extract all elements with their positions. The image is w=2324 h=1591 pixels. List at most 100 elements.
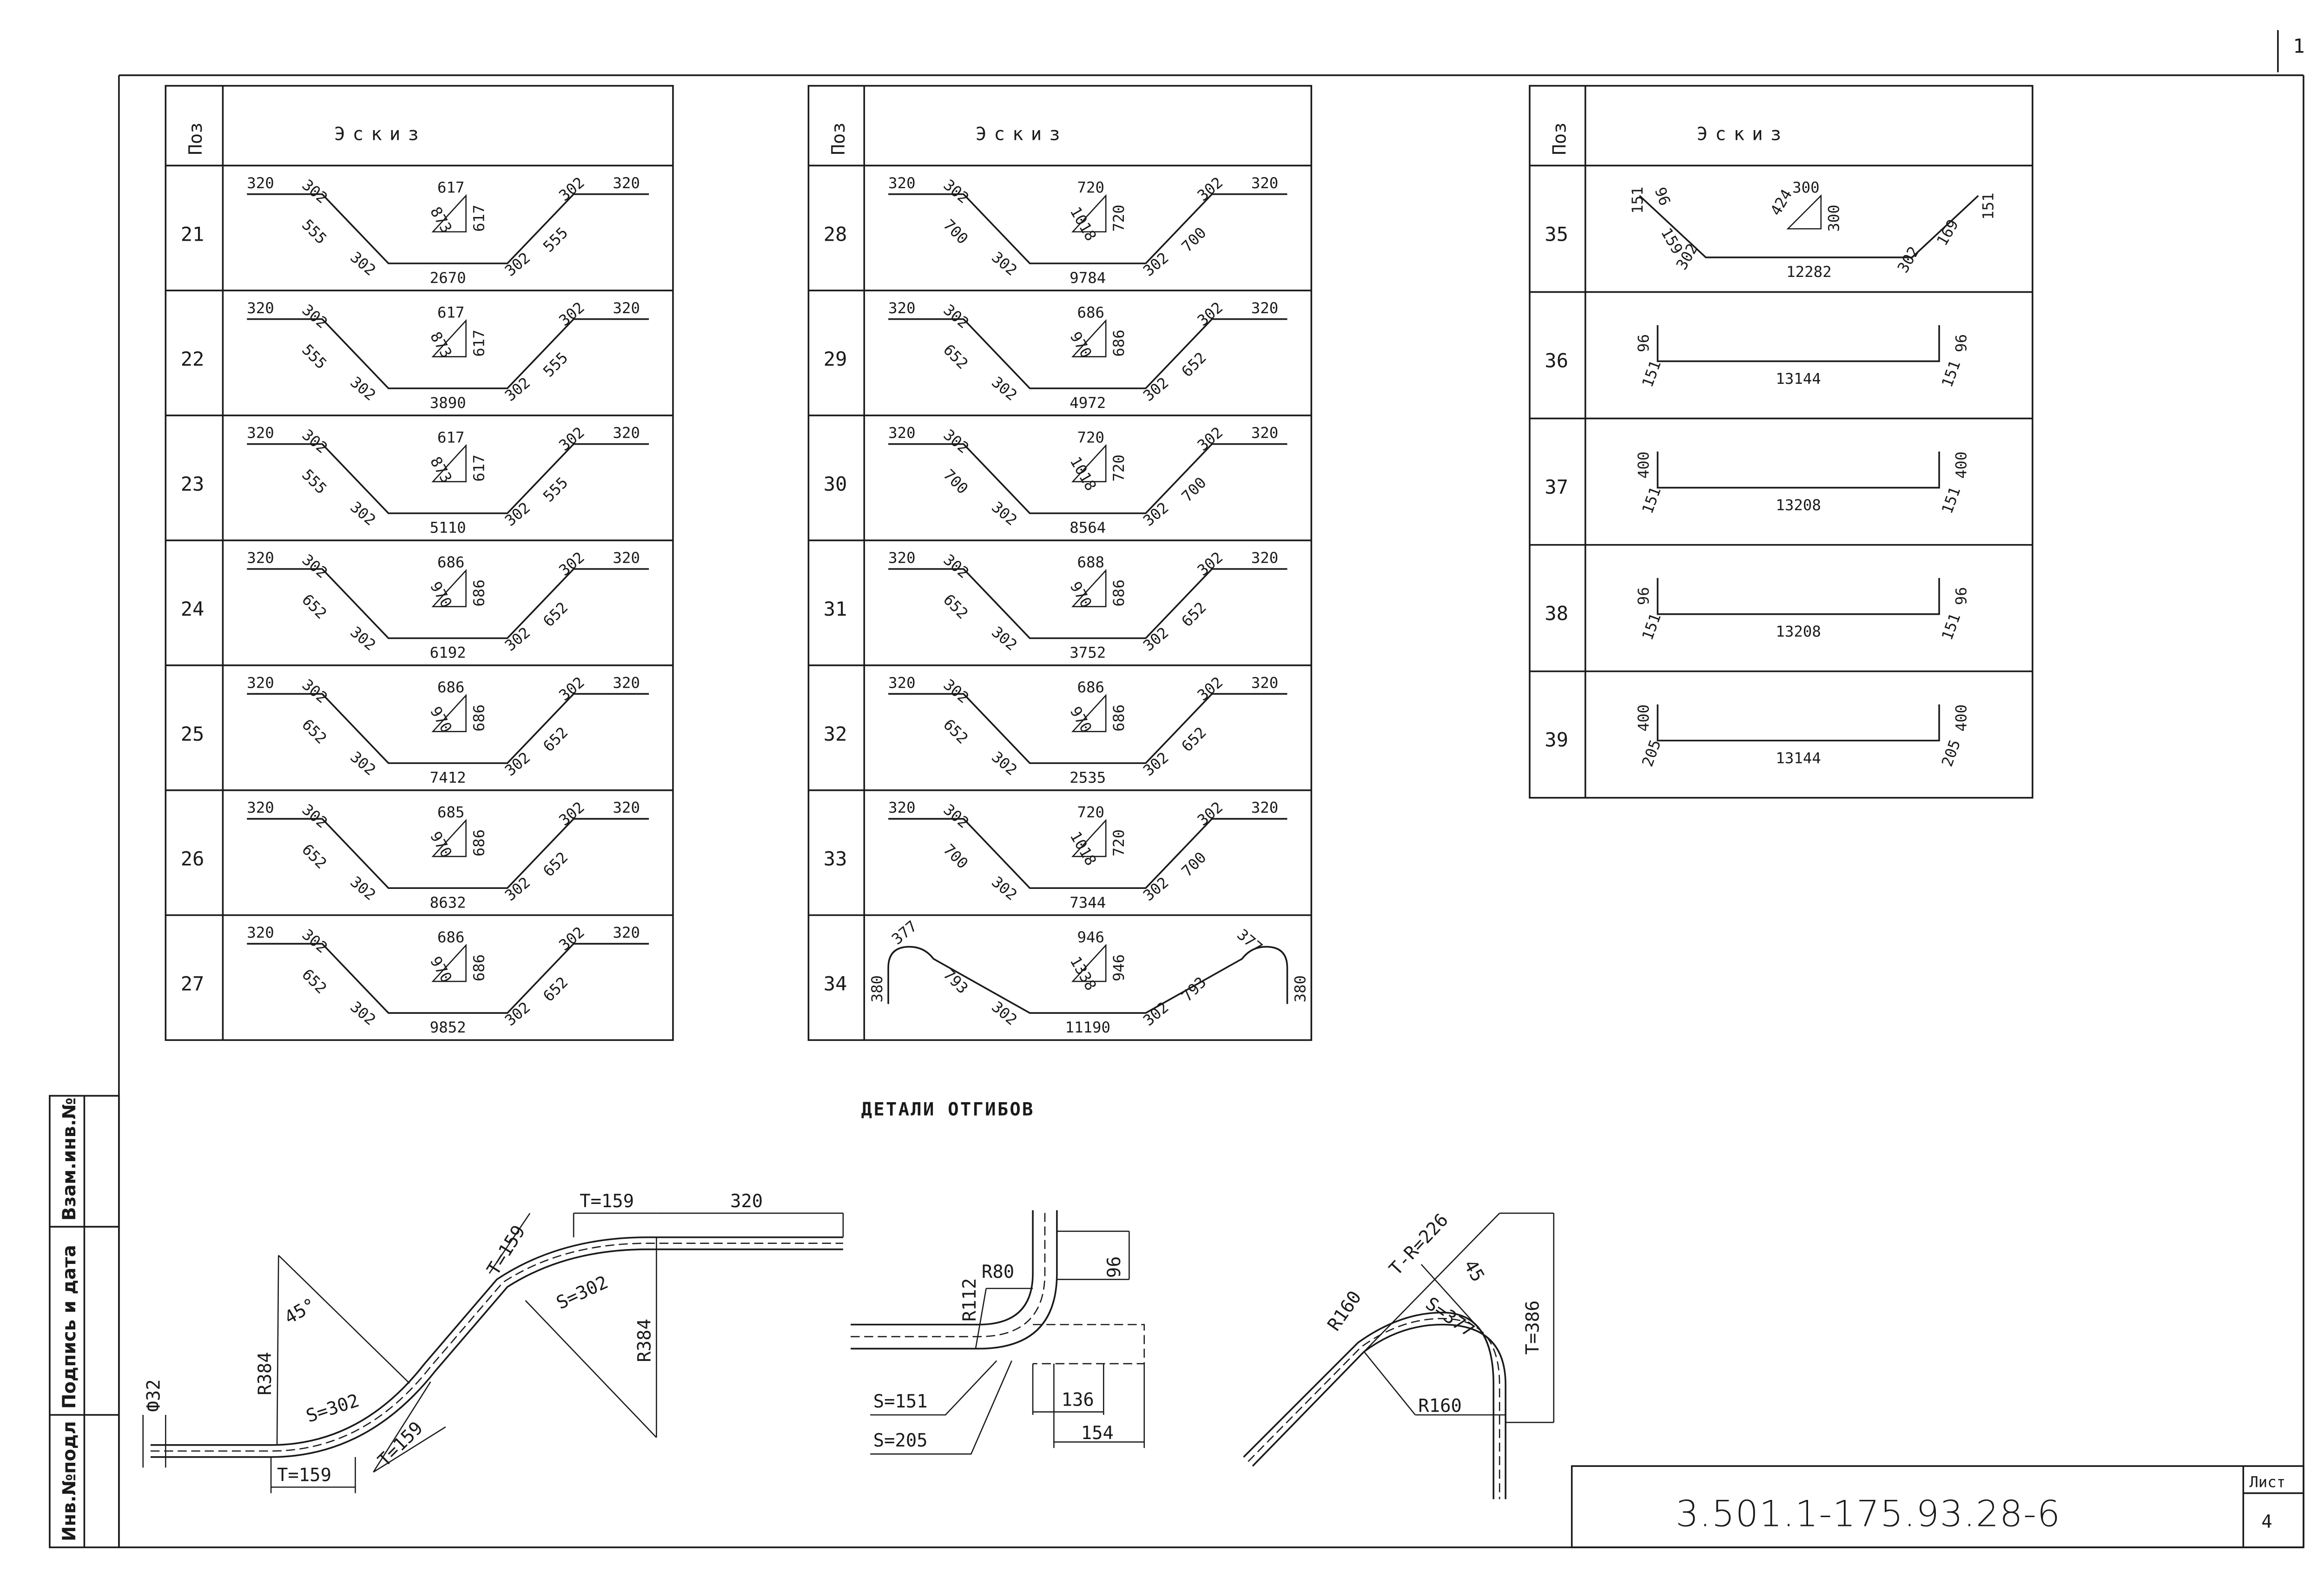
position-number: 38	[1545, 602, 1568, 625]
detail-b-r-outer: R112	[959, 1278, 980, 1322]
dim-end-left: 320	[247, 299, 274, 317]
dim-end-right: 320	[1251, 299, 1278, 317]
tri-hypotenuse: 1018	[1066, 828, 1100, 869]
dim-run-bottom-left: 302	[988, 623, 1020, 654]
dim-bottom-length: 8632	[430, 894, 466, 911]
detail-b-s1: S=151	[873, 1391, 928, 1412]
dim-end-left: 320	[888, 799, 915, 816]
dim-run-bottom-right: 302	[1894, 243, 1923, 276]
header-sketch: Эскиз	[1697, 124, 1789, 145]
dim-end-right: 320	[1251, 799, 1278, 816]
dim-run-right: 302	[555, 298, 588, 329]
dim-run-right: 302	[1194, 548, 1226, 579]
dim-bottom-length: 9784	[1070, 269, 1106, 287]
dim-run-left: 302	[940, 676, 972, 707]
detail-double-bend: Ф32 T=159 T=159 S=302 R384 45° T=159 T=1…	[142, 1191, 844, 1493]
position-number: 31	[824, 598, 847, 620]
detail-a-r-low: R384	[255, 1352, 276, 1395]
tri-side: 720	[1110, 454, 1128, 481]
dim-foot-right: 151	[1938, 358, 1964, 390]
detail-a-t-low: T=159	[277, 1465, 331, 1486]
dim-end-left: 320	[888, 299, 915, 317]
dim-bottom-length: 6192	[430, 644, 466, 662]
title-block: 3.501.1-175.93.28-6 Лист 4	[1571, 1465, 2304, 1548]
dim-run-left: 302	[299, 551, 331, 582]
dim-run-bottom-right: 302	[502, 499, 534, 530]
detail-c-r-left: R160	[1324, 1287, 1366, 1335]
dim-up-left: 96	[1635, 587, 1652, 605]
dim-end-right: 320	[613, 299, 640, 317]
tri-top: 617	[437, 179, 464, 197]
tri-hypotenuse: 1018	[1066, 454, 1100, 494]
dim-slant-right: 555	[540, 349, 571, 381]
dim-run-left: 302	[299, 676, 331, 707]
dim-run-bottom-right: 302	[502, 374, 534, 405]
dim-run-bottom-right: 302	[1140, 999, 1172, 1030]
dim-end-right: 320	[613, 674, 640, 691]
position-number: 25	[181, 723, 205, 745]
tri-top: 686	[437, 553, 464, 571]
dim-run-bottom-right: 302	[1140, 624, 1172, 655]
details-title: ДЕТАЛИ ОТГИБОВ	[861, 1099, 1035, 1120]
dim-run-left: 302	[940, 551, 972, 582]
dim-run-bottom-left: 302	[988, 373, 1020, 404]
dim-foot-left: 151	[1638, 358, 1664, 390]
position-number: 28	[824, 223, 847, 245]
dim-slant-right: 652	[1178, 598, 1209, 630]
dim-run-bottom-right: 302	[1140, 749, 1172, 780]
tri-top: 720	[1077, 179, 1104, 197]
position-number: 21	[181, 223, 205, 245]
tri-top: 686	[1077, 304, 1104, 322]
tri-top: 685	[437, 803, 464, 821]
detail-hook-bend: R112 R80 96 136 154 S=151 S=205	[851, 1210, 1145, 1455]
dim-end-left: 320	[888, 424, 915, 442]
dim-hook-left: 377	[888, 917, 920, 948]
dim-bottom-length: 8564	[1070, 519, 1106, 537]
tri-top: 720	[1077, 803, 1104, 821]
dim-end-right: 320	[613, 799, 640, 816]
dim-slant-left: 555	[298, 216, 330, 248]
dim-run-left: 302	[940, 426, 972, 457]
side-stamp: Инв.№подл Подпись и дата Взам.инв.№	[49, 1095, 120, 1548]
dim-slant-left: 652	[298, 841, 330, 872]
dim-end-1: 151	[1629, 187, 1646, 214]
dim-slant-right: 700	[1178, 473, 1209, 505]
dim-run-right: 302	[1194, 173, 1226, 204]
dim-foot-right: 151	[1938, 611, 1964, 643]
tri-top: 946	[1077, 928, 1104, 946]
dim-end-right: 320	[613, 424, 640, 442]
dim-end-left: 320	[888, 674, 915, 691]
position-number: 36	[1545, 349, 1568, 372]
dim-run-bottom-left: 302	[347, 998, 379, 1029]
dim-slant-left: 700	[940, 841, 971, 872]
dim-run-bottom-left: 302	[347, 623, 379, 654]
page-number: 1	[2293, 34, 2304, 57]
dim-slant-left: 793	[940, 966, 971, 997]
dim-run-right: 302	[555, 548, 588, 579]
document-code: 3.501.1-175.93.28-6	[1676, 1493, 2061, 1535]
dim-slant-left: 652	[298, 716, 330, 747]
dim-bottom-length: 13208	[1776, 623, 1821, 640]
tri-side: 617	[470, 454, 488, 481]
tri-side: 617	[470, 204, 488, 231]
dim-slant-right: 793	[1178, 973, 1209, 1005]
dim-bottom-length: 11190	[1065, 1019, 1110, 1036]
tri-side: 686	[470, 829, 488, 856]
position-number: 26	[181, 848, 205, 870]
dim-run-bottom-left: 302	[988, 498, 1020, 529]
